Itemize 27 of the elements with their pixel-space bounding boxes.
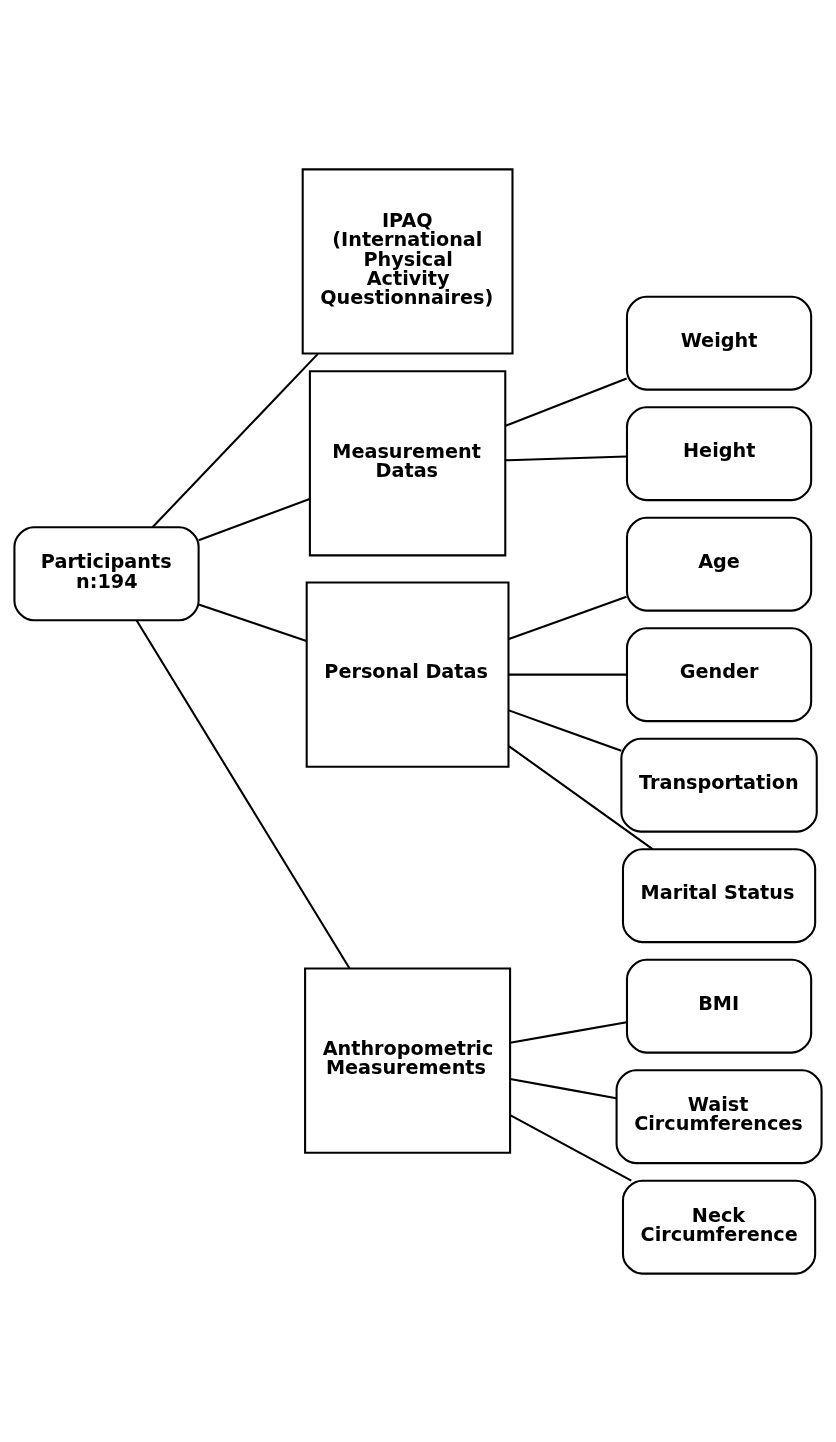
node-box: IPAQ (International Physical Activity Questionnaires)	[301, 167, 514, 355]
connector	[135, 619, 351, 969]
connector	[505, 454, 627, 461]
connector	[508, 708, 622, 752]
node-box: Weight	[625, 295, 813, 391]
node-box: Marital Status	[621, 847, 817, 943]
node-box: Measurement Datas	[308, 369, 507, 556]
connector	[198, 497, 310, 541]
connector	[505, 377, 628, 427]
node-box: Gender	[625, 626, 813, 722]
connector	[198, 602, 307, 642]
connector	[509, 1113, 632, 1181]
connector	[151, 352, 319, 528]
node-box: Personal Datas	[305, 581, 510, 768]
node-box: Waist Circumferences	[615, 1068, 823, 1164]
node-box: Neck Circumference	[621, 1179, 817, 1275]
node-box: Age	[625, 516, 813, 612]
node-box: Height	[625, 405, 813, 501]
node-box: BMI	[625, 958, 813, 1054]
connector	[508, 744, 654, 850]
node-box: Participants n:194	[13, 525, 200, 621]
connector	[508, 673, 627, 676]
connector	[509, 1077, 617, 1099]
node-box: Transportation	[620, 737, 818, 833]
connector	[509, 1020, 627, 1044]
connector	[508, 595, 627, 640]
node-box: Anthropometric Measurements	[304, 967, 512, 1154]
